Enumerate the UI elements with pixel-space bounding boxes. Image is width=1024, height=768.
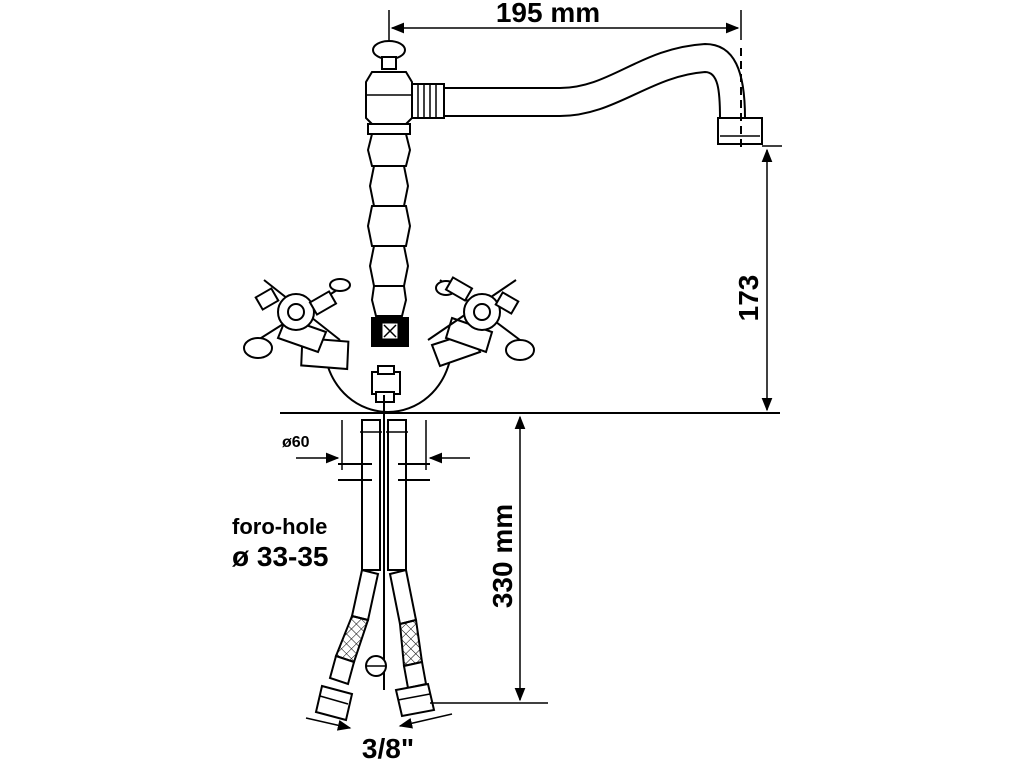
supply-hoses xyxy=(314,395,436,722)
dimension-connection xyxy=(305,713,453,731)
dimension-hose-length xyxy=(430,415,548,704)
base-diameter-label: ø60 xyxy=(282,434,310,451)
hole-diameter-label: ø 33-35 xyxy=(232,541,329,572)
faucet-body xyxy=(323,40,453,414)
spout-reach-label: 195 mm xyxy=(496,0,600,28)
dimension-spout-reach xyxy=(388,10,742,40)
dimension-spout-height xyxy=(761,145,782,412)
right-cross-handle xyxy=(427,276,535,368)
hose-length-label: 330 mm xyxy=(487,504,518,608)
hole-label: foro-hole xyxy=(232,514,327,539)
left-cross-handle xyxy=(243,278,351,371)
spout xyxy=(411,42,763,150)
spout-height-label: 173 xyxy=(733,275,764,322)
connection-label: 3/8" xyxy=(362,733,414,764)
